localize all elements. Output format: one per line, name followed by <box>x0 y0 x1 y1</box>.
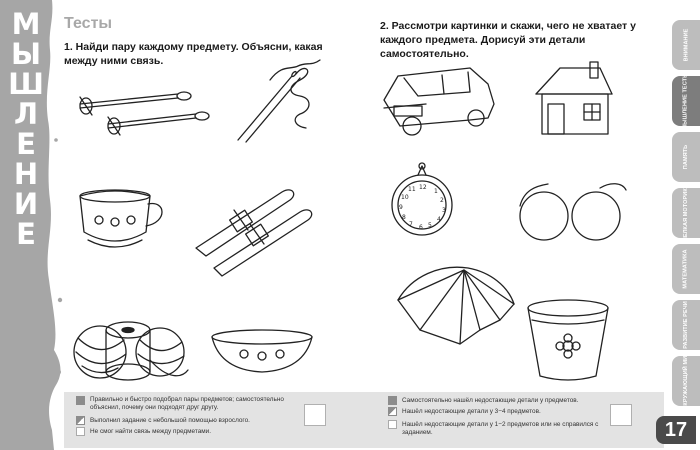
tab-math[interactable]: МАТЕМАТИКА <box>672 244 700 294</box>
svg-text:6: 6 <box>419 224 423 231</box>
skis-picture <box>195 189 313 277</box>
half-square-marker <box>76 416 85 425</box>
tab-memory[interactable]: ПАМЯТЬ <box>672 132 700 182</box>
tab-world[interactable]: ОКРУЖАЮЩИЙ МИР <box>672 352 700 410</box>
svg-text:9: 9 <box>399 204 403 211</box>
page-number: 17 <box>656 416 696 444</box>
flower-pot-picture <box>527 299 609 381</box>
svg-text:3: 3 <box>442 207 446 214</box>
sidebar-letter: Е <box>16 217 36 251</box>
ski-poles-picture <box>79 91 210 136</box>
criterion-text: Самостоятельно нашёл недостающие детали … <box>402 397 579 404</box>
svg-text:8: 8 <box>402 214 406 221</box>
tab-thinking-tests[interactable]: МЫШЛЕНИЕ ТЕСТЫ <box>672 72 700 130</box>
criterion-text: Нашёл недостающие детали у 1−2 предметов… <box>402 421 599 436</box>
sidebar-letter: Ш <box>8 67 44 101</box>
svg-text:10: 10 <box>401 194 409 201</box>
wall-clock-picture <box>391 162 453 236</box>
yarn-and-spool-picture <box>73 321 189 381</box>
task-1-instruction: 1. Найди пару каждому предмету. Объясни,… <box>64 41 323 67</box>
tab-label: ВНИМАНИЕ <box>683 28 690 62</box>
assessment-panel <box>64 392 664 448</box>
house-picture <box>535 61 613 135</box>
white-square-marker <box>76 427 85 436</box>
car-picture <box>383 67 495 136</box>
section-title: Тесты <box>64 15 113 32</box>
task-2-instruction: 2. Рассмотри картинки и скажи, чего не х… <box>380 20 636 60</box>
tab-label: МАТЕМАТИКА <box>683 249 690 289</box>
umbrella-picture <box>397 266 515 345</box>
half-square-marker <box>388 407 397 416</box>
criterion-text: Нашёл недостающие детали у 3−4 предметов… <box>402 408 541 415</box>
teacup-picture <box>79 189 163 248</box>
sidebar-letter: И <box>13 187 39 221</box>
sidebar-letter: М <box>11 7 41 41</box>
needles-picture <box>237 59 321 143</box>
svg-text:1: 1 <box>434 188 438 195</box>
tab-speech[interactable]: РАЗВИТИЕ РЕЧИ <box>672 300 700 350</box>
svg-text:7: 7 <box>409 221 413 228</box>
sidebar-letter: Е <box>16 127 36 161</box>
svg-text:11: 11 <box>408 186 416 193</box>
tab-label: МЕЛКАЯ МОТОРИКА <box>683 184 690 242</box>
gray-square-marker <box>76 396 85 405</box>
svg-text:5: 5 <box>428 222 432 229</box>
tab-fine-motor[interactable]: МЕЛКАЯ МОТОРИКА <box>672 184 700 242</box>
svg-text:12: 12 <box>419 184 427 191</box>
tab-label: РАЗВИТИЕ РЕЧИ <box>683 301 689 349</box>
bowl-picture <box>211 329 313 373</box>
tab-label: ОКРУЖАЮЩИЙ МИР <box>683 352 690 410</box>
criterion-text: Не смог найти связь между предметами. <box>90 428 212 435</box>
section-tabs: ВНИМАНИЕ МЫШЛЕНИЕ ТЕСТЫ ПАМЯТЬ МЕЛКАЯ МО… <box>670 0 700 450</box>
result-box-task-2[interactable] <box>610 404 632 426</box>
tab-label: ПАМЯТЬ <box>683 144 689 170</box>
sidebar-letter: Ы <box>10 37 42 71</box>
gray-square-marker <box>388 396 397 405</box>
glasses-picture <box>519 183 627 241</box>
svg-text:2: 2 <box>440 197 444 204</box>
tab-attention[interactable]: ВНИМАНИЕ <box>672 20 700 70</box>
criterion-text: Правильно и быстро подобрал пары предмет… <box>90 396 284 411</box>
sidebar-letter: Л <box>13 97 39 131</box>
sidebar-letter: Н <box>13 157 39 191</box>
white-square-marker <box>388 420 397 429</box>
tab-label: МЫШЛЕНИЕ ТЕСТЫ <box>683 72 689 130</box>
result-box-task-1[interactable] <box>304 404 326 426</box>
criterion-text: Выполнил задание с небольшой помощью взр… <box>90 417 250 424</box>
svg-text:4: 4 <box>437 216 441 223</box>
